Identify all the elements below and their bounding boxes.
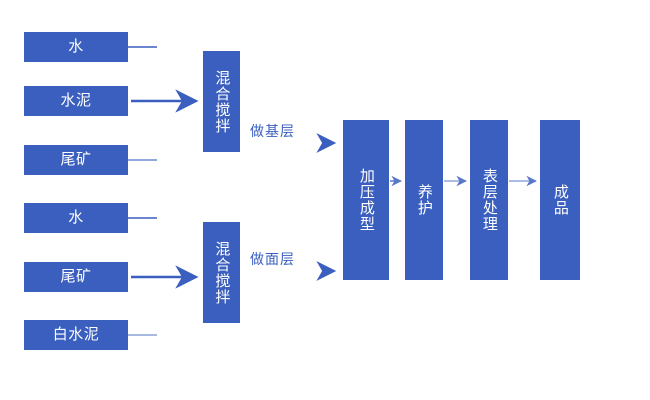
node-process-press-forming[interactable]: 加压成型 bbox=[343, 120, 389, 280]
bracket-base-layer bbox=[128, 46, 158, 161]
node-surface-input-tailings[interactable]: 尾矿 bbox=[24, 262, 128, 292]
node-process-finished-product[interactable]: 成品 bbox=[540, 120, 580, 280]
edge-label-make-surface-layer: 做面层 bbox=[250, 251, 295, 267]
node-surface-mixer[interactable]: 混合搅拌 bbox=[203, 222, 240, 323]
bracket-surface-layer bbox=[128, 217, 158, 336]
node-base-input-water[interactable]: 水 bbox=[24, 32, 128, 62]
node-base-input-cement[interactable]: 水泥 bbox=[24, 86, 128, 116]
node-process-surface-treatment[interactable]: 表层处理 bbox=[470, 120, 508, 280]
node-surface-input-white-cement[interactable]: 白水泥 bbox=[24, 320, 128, 350]
node-process-curing[interactable]: 养护 bbox=[405, 120, 443, 280]
node-base-mixer[interactable]: 混合搅拌 bbox=[203, 51, 240, 152]
node-base-input-tailings[interactable]: 尾矿 bbox=[24, 145, 128, 175]
edge-label-make-base-layer: 做基层 bbox=[250, 123, 295, 139]
node-surface-input-water[interactable]: 水 bbox=[24, 203, 128, 233]
